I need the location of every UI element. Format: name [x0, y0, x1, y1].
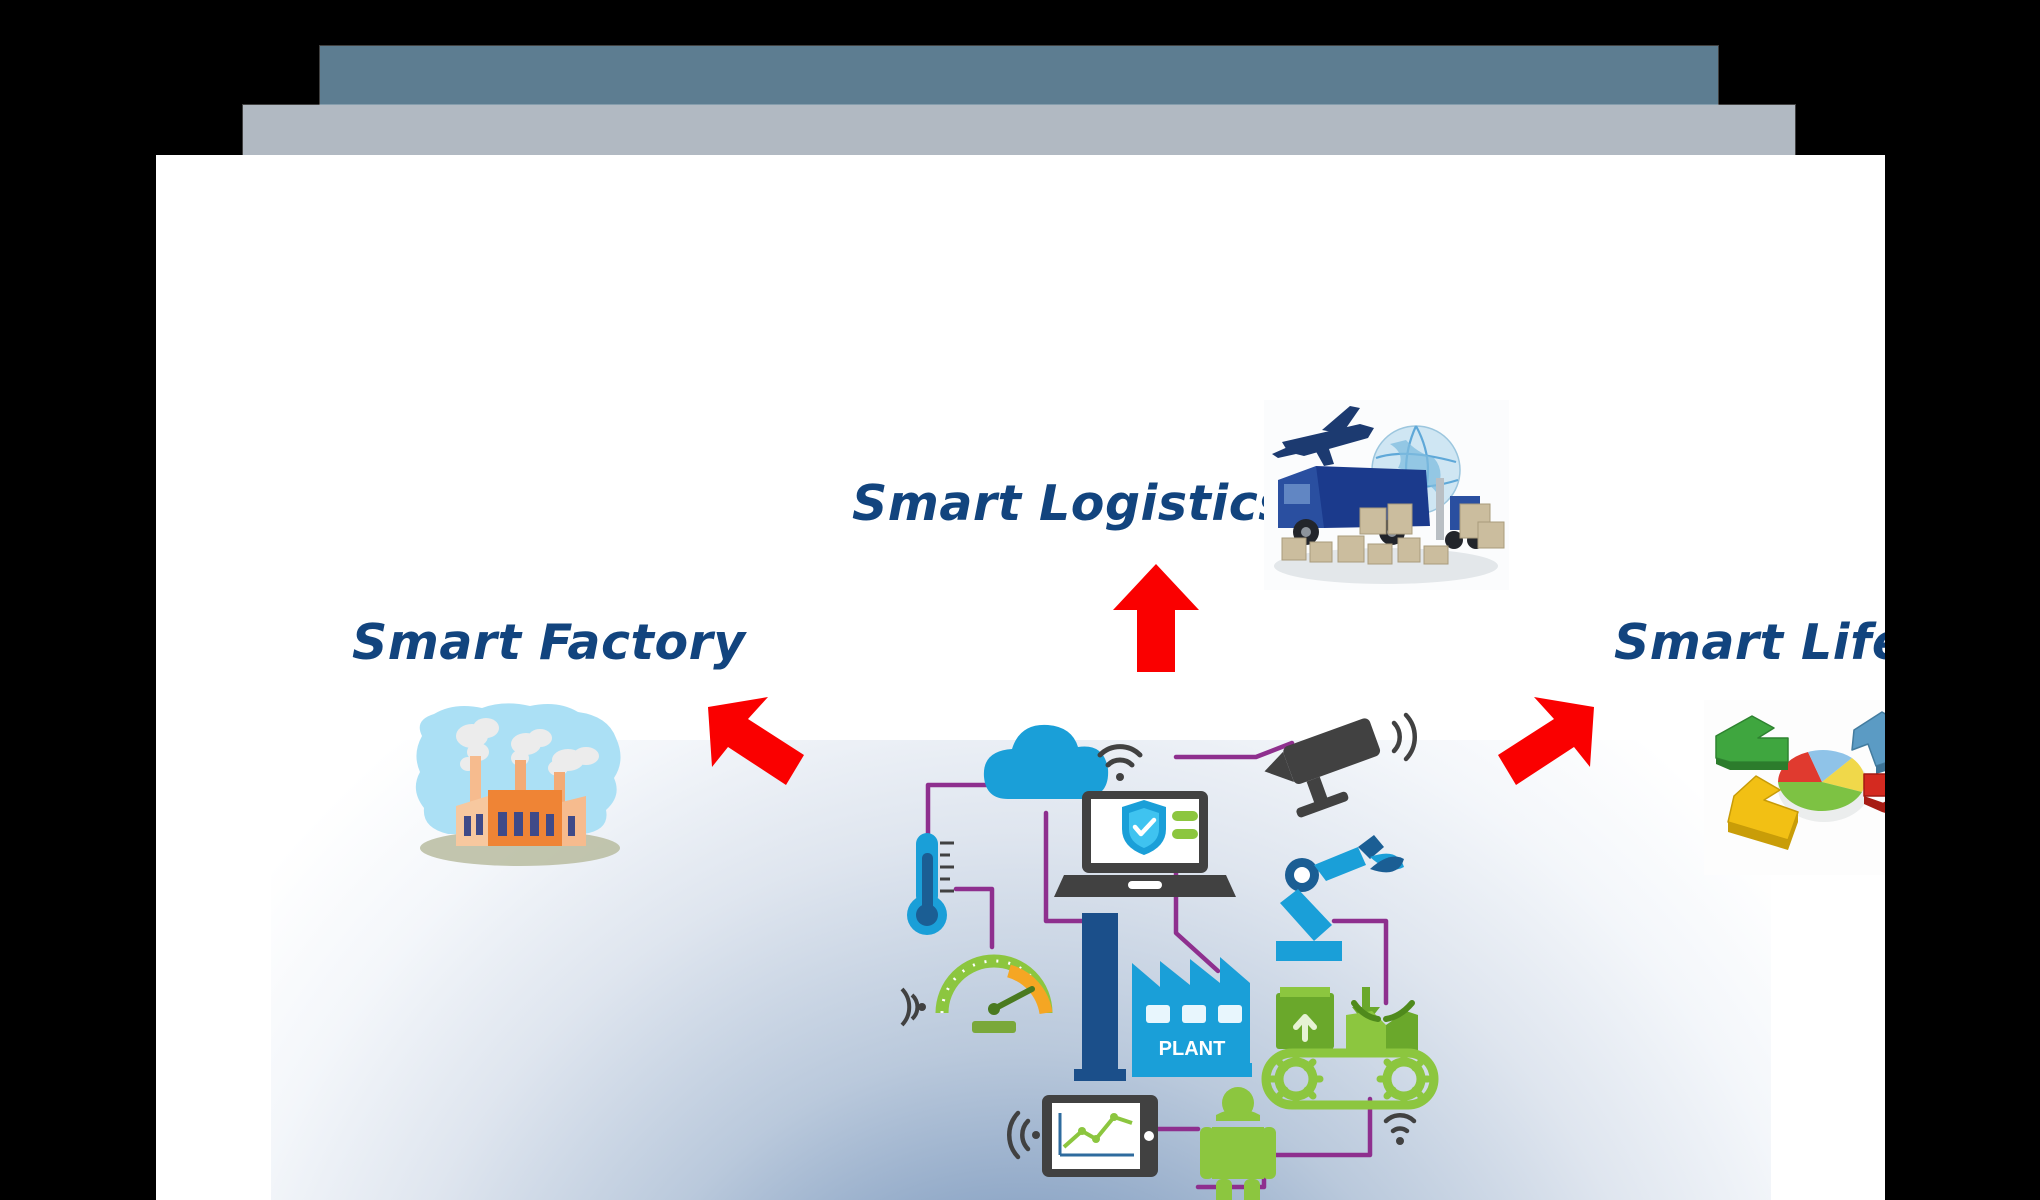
security-camera-icon [1264, 712, 1417, 818]
presentation-slide: Smart Factory Smart Logistics Smart Life… [156, 155, 1885, 1200]
worker-icon [1200, 1087, 1276, 1200]
gauge-icon [900, 954, 1053, 1033]
image-smart-factory [408, 698, 633, 883]
image-smart-logistics [1264, 400, 1509, 590]
arrow-to-smart-logistics [1111, 560, 1201, 675]
laptop-security-icon [1054, 791, 1236, 897]
wifi-icon-conveyor [1383, 1113, 1417, 1145]
image-smart-lifecycle [1704, 700, 1885, 875]
plant-icon: PLANT [1074, 913, 1252, 1081]
robot-arm-icon [1276, 835, 1404, 961]
wifi-icon-tablet [1007, 1110, 1040, 1160]
plant-label: PLANT [1159, 1038, 1226, 1060]
thermometer-icon [907, 833, 954, 935]
chrome-bar-second [243, 105, 1795, 155]
arrow-to-smart-lifecycle [1476, 685, 1596, 790]
cloud-icon [983, 724, 1109, 799]
arrow-to-smart-factory [706, 685, 826, 790]
tablet-chart-icon [1042, 1095, 1158, 1177]
packaging-icon [1276, 987, 1418, 1051]
heading-smart-factory: Smart Factory [352, 614, 746, 671]
image-industrial-iot-network: .conn { fill:none; stroke:#8e2f8e; strok… [846, 703, 1446, 1200]
conveyor-icon [1261, 1048, 1439, 1110]
heading-smart-logistics: Smart Logistics [852, 475, 1288, 532]
chrome-bar-top [320, 46, 1718, 105]
heading-smart-lifecycle: Smart Lifecycle [1614, 614, 1885, 671]
wifi-icon [1097, 744, 1143, 781]
